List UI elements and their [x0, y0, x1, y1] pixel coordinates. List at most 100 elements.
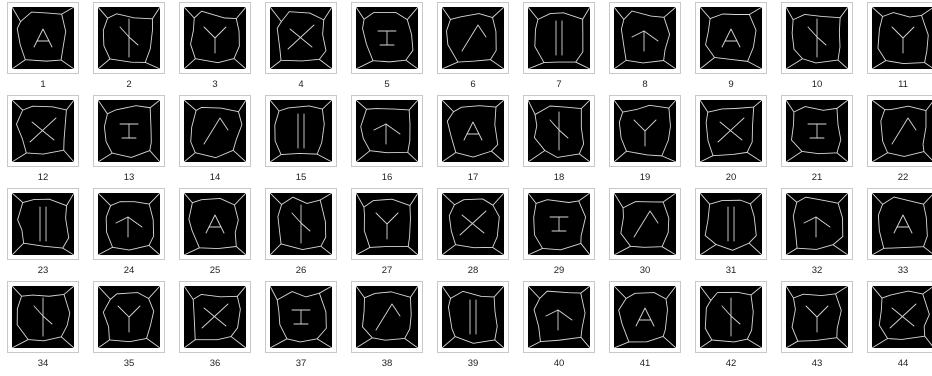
- image-thumbnail-icon: [12, 286, 74, 348]
- thumbnail-item[interactable]: 5: [351, 2, 423, 92]
- thumbnail-item[interactable]: 34: [7, 281, 79, 371]
- thumbnail-item[interactable]: 40: [523, 281, 595, 371]
- thumbnail-item[interactable]: 17: [437, 95, 509, 185]
- thumbnail-item[interactable]: 22: [867, 95, 932, 185]
- thumbnail-item[interactable]: 20: [695, 95, 767, 185]
- thumbnail-caption: 15: [265, 172, 337, 183]
- image-thumbnail-icon: [184, 193, 246, 255]
- image-thumbnail-icon: [872, 286, 932, 348]
- thumbnail-caption: 2: [93, 79, 165, 90]
- thumbnail-frame: [523, 188, 595, 260]
- image-thumbnail-icon: [356, 286, 418, 348]
- thumbnail-item[interactable]: 30: [609, 188, 681, 278]
- thumbnail-frame: [351, 188, 423, 260]
- thumbnail-frame: [93, 95, 165, 167]
- thumbnail-item[interactable]: 16: [351, 95, 423, 185]
- image-thumbnail-icon: [442, 100, 504, 162]
- thumbnail-item[interactable]: 19: [609, 95, 681, 185]
- thumbnail-caption: 4: [265, 79, 337, 90]
- image-thumbnail-icon: [12, 193, 74, 255]
- thumbnail-item[interactable]: 39: [437, 281, 509, 371]
- thumbnail-item[interactable]: 14: [179, 95, 251, 185]
- thumbnail-item[interactable]: 28: [437, 188, 509, 278]
- thumbnail-item[interactable]: 9: [695, 2, 767, 92]
- image-thumbnail-icon: [528, 286, 590, 348]
- thumbnail-caption: 21: [781, 172, 853, 183]
- thumbnail-item[interactable]: 2: [93, 2, 165, 92]
- image-thumbnail-icon: [872, 7, 932, 69]
- thumbnail-item[interactable]: 31: [695, 188, 767, 278]
- image-thumbnail-icon: [700, 7, 762, 69]
- image-thumbnail-icon: [614, 193, 676, 255]
- image-thumbnail-icon: [786, 100, 848, 162]
- thumbnail-caption: 3: [179, 79, 251, 90]
- thumbnail-item[interactable]: 11: [867, 2, 932, 92]
- thumbnail-item[interactable]: 38: [351, 281, 423, 371]
- image-thumbnail-icon: [356, 7, 418, 69]
- thumbnail-item[interactable]: 23: [7, 188, 79, 278]
- thumbnail-item[interactable]: 43: [781, 281, 853, 371]
- thumbnail-item[interactable]: 18: [523, 95, 595, 185]
- image-thumbnail-icon: [270, 193, 332, 255]
- thumbnail-item[interactable]: 6: [437, 2, 509, 92]
- thumbnail-caption: 16: [351, 172, 423, 183]
- thumbnail-item[interactable]: 8: [609, 2, 681, 92]
- thumbnail-item[interactable]: 42: [695, 281, 767, 371]
- thumbnail-caption: 43: [781, 358, 853, 369]
- thumbnail-item[interactable]: 13: [93, 95, 165, 185]
- thumbnail-caption: 39: [437, 358, 509, 369]
- thumbnail-item[interactable]: 33: [867, 188, 932, 278]
- image-thumbnail-icon: [700, 193, 762, 255]
- image-thumbnail-icon: [614, 100, 676, 162]
- thumbnail-item[interactable]: 29: [523, 188, 595, 278]
- thumbnail-item[interactable]: 36: [179, 281, 251, 371]
- thumbnail-item[interactable]: 27: [351, 188, 423, 278]
- thumbnail-frame: [437, 281, 509, 353]
- thumbnail-frame: [351, 2, 423, 74]
- thumbnail-frame: [609, 281, 681, 353]
- thumbnail-item[interactable]: 35: [93, 281, 165, 371]
- thumbnail-item[interactable]: 24: [93, 188, 165, 278]
- thumbnail-item[interactable]: 32: [781, 188, 853, 278]
- thumbnail-frame: [609, 95, 681, 167]
- thumbnail-caption: 11: [867, 79, 932, 90]
- thumbnail-frame: [781, 2, 853, 74]
- thumbnail-frame: [609, 2, 681, 74]
- thumbnail-caption: 23: [7, 265, 79, 276]
- thumbnail-caption: 44: [867, 358, 932, 369]
- thumbnail-item[interactable]: 7: [523, 2, 595, 92]
- image-thumbnail-icon: [700, 100, 762, 162]
- image-thumbnail-icon: [528, 100, 590, 162]
- thumbnail-item[interactable]: 37: [265, 281, 337, 371]
- thumbnail-frame: [523, 2, 595, 74]
- thumbnail-item[interactable]: 15: [265, 95, 337, 185]
- thumbnail-item[interactable]: 4: [265, 2, 337, 92]
- thumbnail-item[interactable]: 44: [867, 281, 932, 371]
- thumbnail-caption: 35: [93, 358, 165, 369]
- thumbnail-item[interactable]: 21: [781, 95, 853, 185]
- thumbnail-caption: 12: [7, 172, 79, 183]
- thumbnail-caption: 31: [695, 265, 767, 276]
- thumbnail-item[interactable]: 41: [609, 281, 681, 371]
- thumbnail-frame: [179, 188, 251, 260]
- thumbnail-item[interactable]: 26: [265, 188, 337, 278]
- thumbnail-caption: 1: [7, 79, 79, 90]
- thumbnail-frame: [351, 281, 423, 353]
- image-thumbnail-icon: [700, 286, 762, 348]
- image-thumbnail-icon: [442, 7, 504, 69]
- thumbnail-caption: 5: [351, 79, 423, 90]
- thumbnail-caption: 36: [179, 358, 251, 369]
- thumbnail-caption: 25: [179, 265, 251, 276]
- thumbnail-item[interactable]: 3: [179, 2, 251, 92]
- thumbnail-item[interactable]: 10: [781, 2, 853, 92]
- thumbnail-frame: [7, 95, 79, 167]
- thumbnail-item[interactable]: 25: [179, 188, 251, 278]
- thumbnail-caption: 28: [437, 265, 509, 276]
- thumbnail-item[interactable]: 12: [7, 95, 79, 185]
- thumbnail-caption: 26: [265, 265, 337, 276]
- thumbnail-frame: [351, 95, 423, 167]
- thumbnail-item[interactable]: 1: [7, 2, 79, 92]
- thumbnail-frame: [695, 281, 767, 353]
- thumbnail-frame: [867, 95, 932, 167]
- thumbnail-caption: 10: [781, 79, 853, 90]
